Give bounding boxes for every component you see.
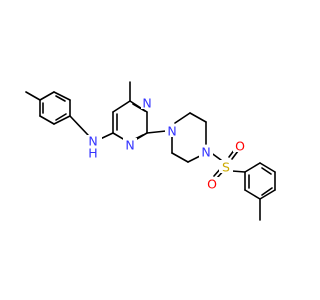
- bond-mtolyl-ring-double-2: [261, 187, 273, 196]
- piperazine-nitrogen-4-label: N: [201, 145, 210, 160]
- sulfonyl-oxygen-top-label: O: [235, 139, 245, 154]
- bond-sulfonyl-aryl: [231, 170, 246, 173]
- bond-piperazine-2: [189, 112, 207, 123]
- bond-piperazine-5: [171, 152, 189, 163]
- bond-tolyl-amine: [69, 115, 89, 136]
- sulfonyl-oxygen-left-label: O: [207, 177, 217, 192]
- bond-sulfonyl-oxygen-top-2: [231, 150, 239, 160]
- sulfonyl-o1-label-bg: [205, 177, 219, 190]
- pyrimidine-n3-label-bg: [141, 96, 155, 109]
- bond-pyrimidine-piperazine: [146, 130, 167, 134]
- bond-mtolyl-ring-3: [259, 189, 276, 200]
- bond-pyrimidine-double-2: [132, 103, 146, 112]
- pyrimidine-n1-label-bg: [123, 138, 137, 151]
- piperazine-n4-label-bg: [199, 145, 213, 158]
- bond-tolyl-ring-double-2: [55, 113, 67, 121]
- sulfonyl-o2-label-bg: [233, 139, 247, 152]
- bond-tolyl-ring-5: [53, 91, 71, 101]
- pyrimidine-nitrogen-3-label: N: [142, 96, 151, 111]
- bond-mtolyl-ring-6: [244, 162, 261, 173]
- bond-tolyl-ring-6: [39, 91, 55, 101]
- atom-label-layer: N H N N N N S O O: [84, 96, 247, 192]
- piperazine-nitrogen-1-label: N: [167, 124, 176, 139]
- amine-hydrogen-label: H: [88, 146, 97, 161]
- piperazine-n1-label-bg: [165, 124, 179, 137]
- bond-pyrimidine-2: [112, 100, 131, 113]
- pyrimidine-nitrogen-1-label: N: [125, 138, 134, 153]
- amine-label-bg: [84, 135, 102, 148]
- bond-tolyl-ring-2: [39, 115, 55, 125]
- bond-mtolyl-ring-2: [244, 189, 261, 200]
- bond-mtolyl-ring-5: [259, 162, 276, 173]
- chemical-structure-diagram: N H N N N N S O O: [25, 81, 276, 221]
- bond-tolyl-ring-double-3: [55, 95, 66, 102]
- bond-mtolyl-ring-double-3: [261, 167, 272, 175]
- sulfonyl-s-label-bg: [219, 160, 233, 173]
- bond-tolyl-ring-3: [53, 115, 71, 125]
- bond-piperazine-1: [174, 112, 191, 124]
- bond-tolyl-methyl: [25, 91, 41, 101]
- sulfonyl-sulfur-label: S: [222, 160, 230, 175]
- amine-nitrogen-label: N: [88, 134, 97, 149]
